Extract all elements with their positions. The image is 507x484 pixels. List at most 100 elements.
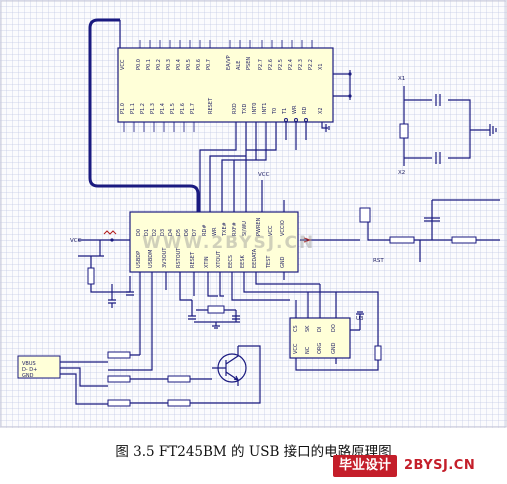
mcu-top-pins — [139, 40, 313, 48]
ferrite-bead — [103, 230, 117, 235]
sheet-border — [0, 0, 507, 428]
svg-text:TXE#: TXE# — [222, 222, 228, 237]
svg-text:D5: D5 — [176, 229, 182, 236]
svg-text:P2.7: P2.7 — [258, 59, 264, 70]
svg-text:P0.4: P0.4 — [176, 59, 182, 70]
svg-text:P2.3: P2.3 — [298, 59, 304, 70]
arrow-right — [303, 237, 312, 243]
svg-text:RD: RD — [302, 107, 308, 114]
resistor-r7 — [374, 345, 382, 361]
svg-text:NC: NC — [305, 346, 311, 354]
reset-ref-label: RST — [373, 258, 384, 264]
svg-text:D7: D7 — [192, 229, 198, 236]
svg-text:T1: T1 — [282, 108, 288, 115]
svg-text:P1.0: P1.0 — [120, 103, 126, 114]
svg-text:P0.1: P0.1 — [146, 59, 152, 70]
transistor-arrow — [233, 375, 240, 381]
svg-text:XTOUT: XTOUT — [216, 250, 222, 268]
svg-text:RESET: RESET — [208, 97, 214, 114]
control-lines-2 — [285, 122, 307, 150]
resistor-r3 — [107, 375, 131, 383]
svg-text:P1.6: P1.6 — [180, 103, 186, 114]
mcu-x-pins — [333, 70, 351, 100]
control-lines — [199, 122, 277, 212]
svg-text:WR: WR — [212, 227, 218, 236]
svg-text:D4: D4 — [168, 229, 174, 236]
crystal-y1 — [207, 305, 225, 314]
svg-text:USBDM: USBDM — [148, 250, 154, 268]
circuit-schematic: VCC P0.0 P0.1 P0.2 P0.3 P0.4 P0.5 P0.6 P… — [0, 0, 507, 428]
transistor-leads — [212, 345, 261, 386]
svg-text:P1.5: P1.5 — [170, 103, 176, 114]
site-logo-text: 2BYSJ.CN — [404, 458, 476, 473]
svg-text:RXF#: RXF# — [232, 222, 238, 236]
svg-text:VCCIO: VCCIO — [280, 220, 286, 236]
resistor-r5 — [167, 399, 191, 407]
osc-ground — [489, 124, 497, 136]
reset-wires — [300, 199, 500, 262]
svg-text:DI: DI — [317, 327, 323, 332]
usb-wires — [60, 361, 108, 405]
svg-text:EESK: EESK — [240, 255, 246, 268]
crystal-wires — [191, 300, 240, 329]
ft245-right-vcc — [261, 180, 285, 212]
svg-text:P2.6: P2.6 — [268, 59, 274, 70]
svg-text:D2: D2 — [152, 229, 158, 236]
svg-text:PSEN: PSEN — [246, 57, 252, 70]
svg-text:XTIN: XTIN — [204, 256, 210, 268]
svg-text:D1: D1 — [144, 229, 150, 236]
resistor-r8 — [389, 236, 415, 244]
svg-text:GND: GND — [331, 342, 337, 354]
svg-text:WR: WR — [292, 105, 298, 114]
svg-text:P1.2: P1.2 — [140, 103, 146, 114]
osc-wires — [403, 86, 490, 166]
eeprom-chip: CS SK DI DO VCC NC ORG GND — [289, 317, 351, 359]
crystal-caps — [188, 315, 240, 320]
eeprom-wires — [295, 284, 379, 346]
svg-text:RESET: RESET — [190, 251, 196, 268]
svg-text:P1.3: P1.3 — [150, 103, 156, 114]
site-logo-badge: 毕业设计 — [333, 455, 397, 477]
mcu-ground — [321, 122, 330, 132]
svg-text:ALE: ALE — [236, 61, 242, 70]
svg-text:P1.7: P1.7 — [190, 103, 196, 114]
svg-text:P0.3: P0.3 — [166, 59, 172, 70]
svg-text:P0.7: P0.7 — [206, 59, 212, 70]
usb-connector: VBUS D- D+ GND — [17, 355, 61, 379]
svg-text:RSTOUT: RSTOUT — [176, 247, 182, 268]
r1-wires — [78, 255, 130, 293]
svg-text:P2.2: P2.2 — [308, 59, 314, 70]
svg-text:VCC: VCC — [120, 59, 126, 70]
svg-text:P2.4: P2.4 — [288, 59, 294, 70]
crystal-x1 — [399, 123, 409, 139]
svg-text:P0.2: P0.2 — [156, 59, 162, 70]
capacitor-c2 — [126, 276, 134, 296]
ft245bm-chip: D0 D1 D2 D3 D4 D5 D6 D7 RD# WR TXE# RXF#… — [129, 211, 299, 273]
svg-text:CS: CS — [293, 325, 299, 332]
svg-text:SI/WU: SI/WU — [242, 221, 248, 236]
svg-text:X2: X2 — [318, 107, 324, 114]
svg-text:EECS: EECS — [228, 255, 234, 268]
svg-text:D- D+: D- D+ — [22, 367, 37, 373]
svg-text:D3: D3 — [160, 229, 166, 236]
svg-text:USBDP: USBDP — [136, 251, 142, 268]
figure-caption: 图 3.5 FT245BM 的 USB 接口的电路原理图 — [115, 444, 392, 460]
vcc-label-top: VCC — [258, 172, 270, 178]
svg-text:PWREN: PWREN — [256, 217, 262, 236]
ft245-bottom-wires — [139, 272, 336, 350]
watermark-text: WWW.2BYSJ.CN — [142, 233, 315, 253]
resistor-r1 — [87, 267, 95, 285]
schematic-sheet: VCC P0.0 P0.1 P0.2 P0.3 P0.4 P0.5 P0.6 P… — [0, 0, 507, 428]
eeprom-bottom-wires — [295, 311, 379, 371]
svg-text:RXD: RXD — [232, 103, 238, 114]
svg-text:TEST: TEST — [266, 255, 272, 269]
mcu-chip: VCC P0.0 P0.1 P0.2 P0.3 P0.4 P0.5 P0.6 P… — [117, 47, 334, 123]
svg-text:P1.1: P1.1 — [130, 103, 136, 114]
svg-text:EA/VP: EA/VP — [226, 55, 232, 70]
bottom-resistor-wires — [108, 340, 261, 404]
svg-text:DO: DO — [331, 324, 337, 332]
vcc-label-left: VCC — [70, 238, 82, 244]
svg-text:GND: GND — [280, 256, 286, 268]
svg-text:T0: T0 — [272, 108, 278, 115]
svg-text:INT1: INT1 — [262, 103, 268, 114]
